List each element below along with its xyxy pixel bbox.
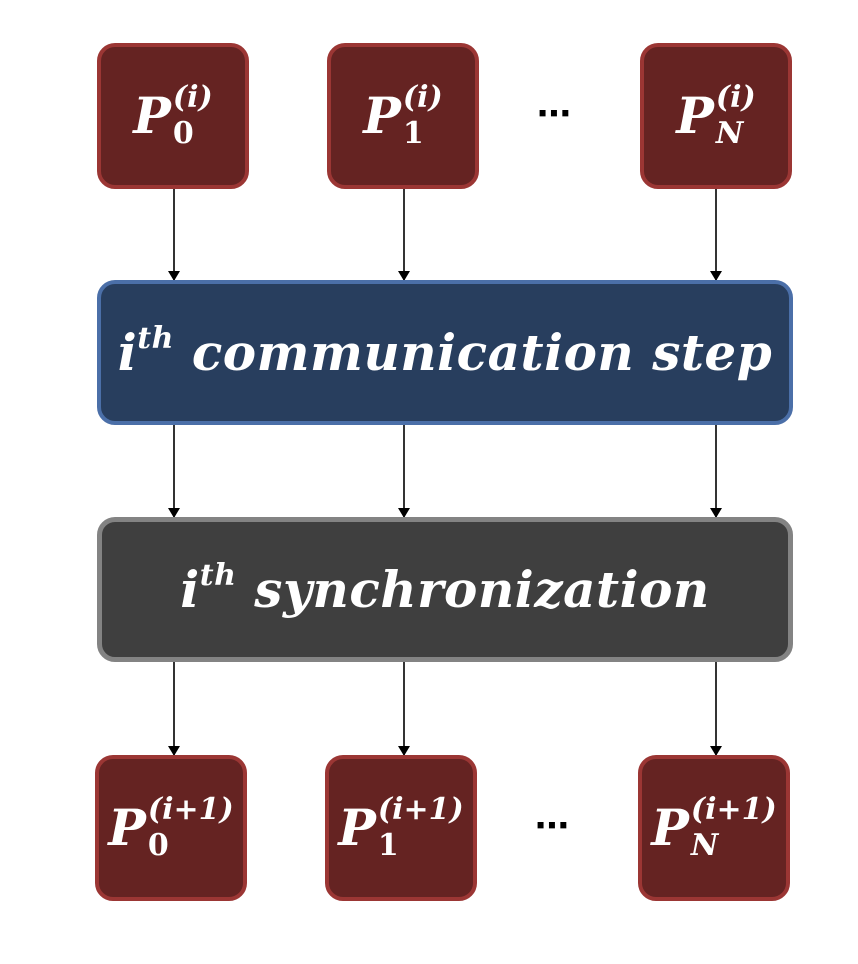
process-label: P (i)N [676, 80, 756, 151]
top-ellipsis: ⋯ [537, 94, 573, 134]
subscript: 0 [147, 828, 169, 863]
process-pn-current: P (i)N [640, 43, 792, 189]
superscript: (i) [402, 80, 443, 115]
process-label: P (i)1 [363, 80, 443, 151]
subscript: 0 [172, 116, 194, 151]
process-label: P (i+1)N [651, 792, 777, 863]
communication-step-box: ith communication step [97, 280, 793, 425]
process-p1-current: P (i)1 [327, 43, 479, 189]
superscript: (i) [172, 80, 213, 115]
communication-step-label: ith communication step [117, 321, 773, 382]
superscript: (i+1) [147, 792, 234, 827]
synchronization-box: ith synchronization [97, 517, 793, 662]
process-label: P (i+1)1 [338, 792, 464, 863]
process-p1-next: P (i+1)1 [325, 755, 477, 901]
process-label: P (i)0 [133, 80, 213, 151]
process-label: P (i+1)0 [108, 792, 234, 863]
subscript: 1 [377, 828, 399, 863]
process-p0-current: P (i)0 [97, 43, 249, 189]
synchronization-label: ith synchronization [180, 558, 710, 619]
superscript: (i+1) [377, 792, 464, 827]
process-p0-next: P (i+1)0 [95, 755, 247, 901]
superscript: (i+1) [690, 792, 777, 827]
subscript: 1 [402, 116, 424, 151]
bottom-ellipsis: ⋯ [535, 806, 571, 846]
process-pn-next: P (i+1)N [638, 755, 790, 901]
subscript: N [690, 828, 719, 863]
subscript: N [715, 116, 744, 151]
superscript: (i) [715, 80, 756, 115]
